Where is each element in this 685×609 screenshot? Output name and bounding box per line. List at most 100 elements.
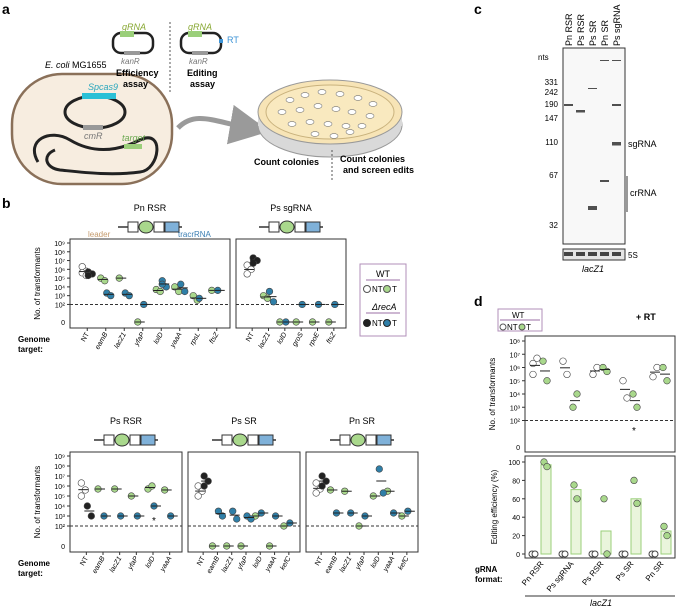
gel-band <box>600 180 609 182</box>
d-data-point <box>663 377 671 385</box>
d-t-point <box>663 531 671 540</box>
x-tick-label: eamB <box>324 555 339 575</box>
x-tick-label: yfaP <box>126 555 140 572</box>
repeat-box <box>129 434 141 446</box>
data-point <box>318 472 326 480</box>
colony <box>353 95 363 101</box>
d-data-point <box>633 403 641 411</box>
d-nt-point <box>591 550 599 558</box>
d-data-point <box>659 363 667 372</box>
data-point <box>249 259 257 267</box>
gel-band <box>612 60 621 61</box>
d-data-point <box>649 373 657 381</box>
panel-a: a E. coli MG1655 Spcas9 cmR target gRNA … <box>2 1 414 186</box>
repeat-box <box>339 434 351 446</box>
gel-5s-band <box>564 252 573 256</box>
x-tick-label: NT <box>79 555 90 567</box>
y-tick-label: 10⁷ <box>55 259 66 266</box>
x-tick-label: ftsZ <box>209 331 221 345</box>
count-screen-label-1: Count colonies <box>340 154 405 164</box>
cmr-label: cmR <box>84 131 103 141</box>
x-tick-label: rpoE <box>308 331 322 348</box>
gel-5s-band <box>588 252 597 256</box>
x-tick-label: lacZ1 <box>339 555 354 573</box>
d-data-point <box>563 370 571 379</box>
d-t-point <box>600 495 608 503</box>
x-tick-label: ftsZ <box>326 331 338 345</box>
colony <box>329 133 339 139</box>
colony <box>357 123 367 129</box>
x-tick-label: yaaA <box>169 331 184 349</box>
y-tick-label: 10³ <box>55 514 66 521</box>
colony <box>331 106 341 112</box>
count-colonies-label: Count colonies <box>254 157 319 167</box>
repeat-box <box>294 221 306 233</box>
d-t-point <box>570 481 578 489</box>
d-data-point <box>569 403 577 411</box>
genome-target-label: Genome <box>18 335 51 344</box>
x-tick-label: lolD <box>370 556 382 570</box>
data-point <box>84 271 92 280</box>
d-x-tick: Ps SR <box>614 559 636 582</box>
d-y-tick: 10⁵ <box>509 379 520 386</box>
spcas9-label: Spcas9 <box>88 82 118 92</box>
repeat-box <box>268 221 280 233</box>
x-tick-label: eamB <box>94 331 109 351</box>
d-top-ylabel: No. of transformants <box>488 358 497 430</box>
rt-label: RT <box>227 35 239 45</box>
tracr-box <box>140 434 156 446</box>
d-bottom-y-tick: 40 <box>512 515 520 522</box>
target-label: target <box>122 133 146 143</box>
d-format-label: format: <box>475 575 503 584</box>
colonies <box>277 89 378 139</box>
legend-d-t: T <box>526 323 531 332</box>
d-top-frame <box>524 335 676 453</box>
x-tick-label: yfaP <box>133 331 147 348</box>
d-data-point <box>593 363 601 372</box>
colony <box>317 89 327 95</box>
y-tick-label: 10⁹ <box>54 241 65 248</box>
legend-d-nt-marker <box>499 323 507 331</box>
gel-5s-bands <box>564 252 621 256</box>
d-data-point <box>559 357 567 365</box>
spacer <box>350 433 366 447</box>
d-y-tick: 10⁷ <box>510 352 521 359</box>
spacer <box>279 220 295 234</box>
data-point <box>156 287 164 296</box>
y-tick-label: 10⁹ <box>54 454 65 461</box>
cmr-gene <box>83 125 103 130</box>
panel-letter-d: d <box>474 293 483 309</box>
y-tick-label: 0 <box>61 544 65 551</box>
x-tick-label: lolD <box>276 332 288 346</box>
y-tick-label: 10⁸ <box>54 464 65 471</box>
d-bar <box>630 498 642 555</box>
legend-b-t-marker <box>383 285 391 293</box>
data-point <box>107 292 115 300</box>
genome-target-label: target: <box>18 345 43 354</box>
colony <box>335 91 345 97</box>
legend-b-t: T <box>392 285 397 294</box>
d-y-tick: 10⁸ <box>509 339 520 346</box>
colony <box>300 92 310 98</box>
legend-b-nt: NT <box>372 285 383 294</box>
legend-b-wt: WT <box>376 269 390 279</box>
lane-label: Ps RSR <box>576 13 586 46</box>
data-point <box>77 479 85 487</box>
colony <box>368 101 378 107</box>
data-point <box>214 507 223 515</box>
colony <box>310 131 320 137</box>
gel-band <box>588 88 597 89</box>
data-point <box>379 489 387 497</box>
d-format-label: gRNA <box>475 565 497 574</box>
editing-title-1: Editing <box>187 68 218 78</box>
d-data-point <box>623 394 631 402</box>
data-point <box>77 492 85 500</box>
subplot-title: Ps sgRNA <box>270 203 312 213</box>
crrna-band-label: crRNA <box>630 188 657 198</box>
marker-label: 242 <box>545 88 559 97</box>
petri-dish <box>257 79 403 158</box>
count-screen-label-2: and screen edits <box>343 165 414 175</box>
colony <box>285 97 295 103</box>
